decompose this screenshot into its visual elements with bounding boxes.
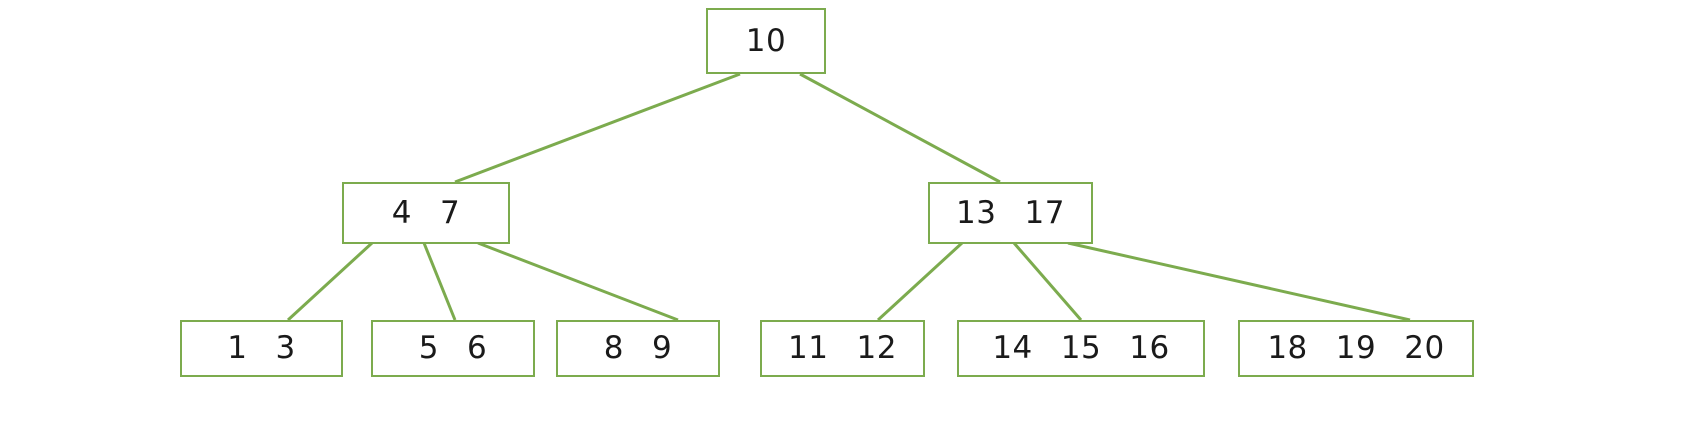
node-key: 14: [992, 330, 1033, 366]
tree-edge-internal-right-to-leaf-5: [1012, 242, 1083, 321]
tree-edge-internal-right-to-leaf-6: [1067, 241, 1411, 322]
node-key: 3: [275, 330, 296, 366]
tree-node-root[interactable]: 10: [706, 8, 826, 74]
node-key: 9: [652, 330, 673, 366]
node-key: 18: [1267, 330, 1308, 366]
tree-edge-internal-left-to-leaf-3: [477, 241, 679, 322]
node-key: 11: [788, 330, 829, 366]
node-key: 16: [1129, 330, 1170, 366]
node-key: 20: [1404, 330, 1445, 366]
node-key: 12: [856, 330, 897, 366]
node-key: 13: [956, 194, 997, 231]
node-key: 10: [745, 22, 787, 59]
node-key: 8: [603, 330, 624, 366]
tree-edge-internal-left-to-leaf-2: [422, 242, 457, 321]
node-key: 15: [1060, 330, 1102, 366]
node-key: 19: [1335, 330, 1377, 366]
tree-edge-internal-left-to-leaf-1: [286, 241, 374, 322]
tree-node-leaf-6[interactable]: 18 19 20: [1238, 320, 1474, 377]
node-key: 6: [467, 330, 488, 366]
tree-node-leaf-5[interactable]: 14 15 16: [957, 320, 1205, 377]
tree-node-leaf-4[interactable]: 11 12: [760, 320, 925, 377]
node-key: 4: [391, 194, 412, 231]
node-key: 7: [440, 194, 461, 231]
node-key: 1: [227, 330, 248, 366]
tree-node-internal-right[interactable]: 13 17: [928, 182, 1093, 244]
tree-edge-root-to-internal-right: [799, 72, 1001, 184]
node-key: 17: [1024, 194, 1065, 231]
tree-edge-internal-right-to-leaf-4: [876, 241, 964, 322]
tree-edge-root-to-internal-left: [454, 72, 741, 184]
node-key: 5: [418, 330, 439, 366]
